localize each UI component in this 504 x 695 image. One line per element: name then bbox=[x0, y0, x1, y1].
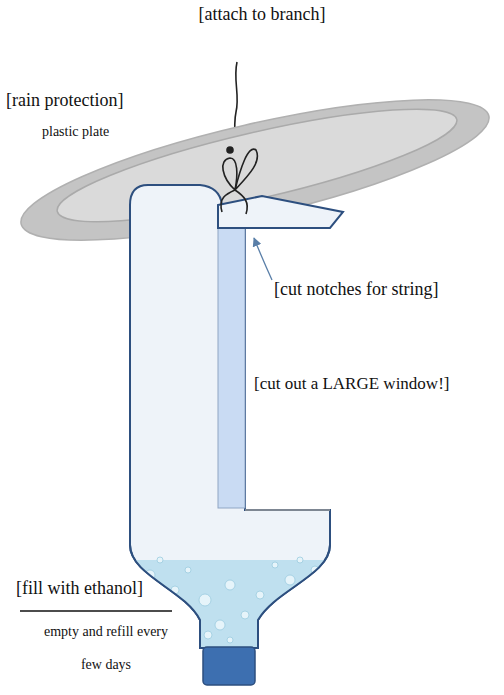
fill-label: [fill with ethanol] bbox=[16, 578, 143, 600]
label-underline bbox=[20, 610, 172, 612]
attach-label: [attach to branch] bbox=[199, 4, 326, 26]
plate-label: plastic plate bbox=[42, 124, 109, 141]
bottle-cap bbox=[203, 647, 255, 685]
refill-note: empty and refill every few days bbox=[44, 616, 168, 682]
rain-protection-label: [rain protection] bbox=[6, 90, 123, 112]
window-label: [cut out a LARGE window!] bbox=[254, 374, 449, 394]
notches-label: [cut notches for string] bbox=[274, 279, 438, 301]
string-knot bbox=[221, 147, 257, 214]
window-cutout bbox=[218, 228, 245, 508]
top-flap bbox=[218, 196, 343, 228]
leader-line bbox=[254, 238, 272, 280]
